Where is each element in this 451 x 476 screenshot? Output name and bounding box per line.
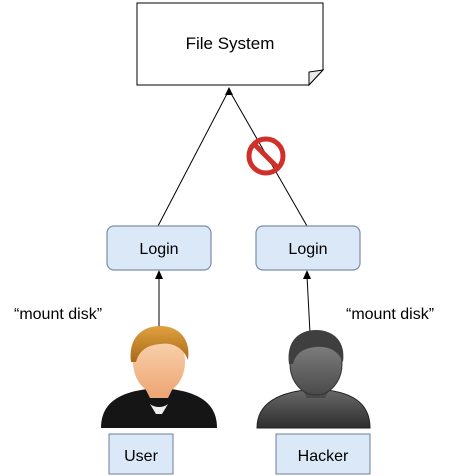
hacker-to-login-arrow (306, 275, 311, 334)
prohibited-icon (246, 136, 286, 176)
login-box-hacker (255, 225, 361, 271)
hacker-action-label: “mount disk” (346, 306, 435, 323)
user-action-label: “mount disk” (14, 306, 103, 323)
hacker-hair (288, 330, 344, 364)
connections (155, 87, 311, 334)
login-box-user (106, 225, 212, 271)
hacker-name-label: Hacker (298, 448, 349, 465)
file-system-label: File System (186, 34, 275, 53)
hacker-icon (256, 330, 371, 429)
login-label-hacker: Login (288, 241, 327, 258)
user-name-label: User (124, 448, 158, 465)
user-name-box (108, 433, 174, 475)
login-label-user: Login (139, 241, 178, 258)
user-login-to-file-system-arrow (157, 89, 230, 227)
hacker-name-node: Hacker (275, 433, 371, 475)
file-system-arrowhead (225, 87, 233, 95)
user-name-node: User (108, 433, 174, 475)
hacker-login-arrowhead (303, 270, 311, 279)
folded-corner (308, 69, 325, 87)
user-collar (150, 404, 168, 414)
login-node-user: Login (106, 225, 212, 271)
hacker-name-box (275, 433, 371, 475)
login-node-hacker: Login (255, 225, 361, 271)
file-system-node: File System (136, 2, 325, 87)
user-hair (130, 326, 189, 362)
user-login-arrowhead (155, 270, 163, 279)
user-icon (101, 326, 217, 428)
